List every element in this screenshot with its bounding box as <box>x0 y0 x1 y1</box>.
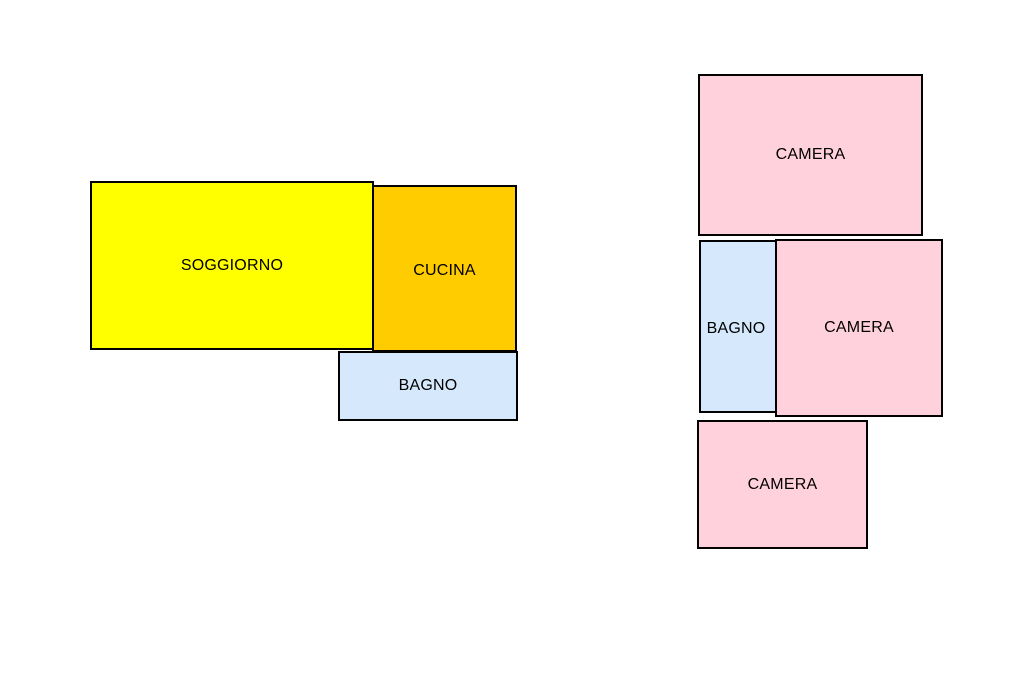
room-bagno: BAGNO <box>338 351 518 421</box>
room-label: BAGNO <box>398 377 458 394</box>
room-label: CAMERA <box>775 146 846 163</box>
room-label: CAMERA <box>747 475 818 493</box>
room-label: CUCINA <box>413 261 476 279</box>
room-label: CAMERA <box>824 319 894 336</box>
room-label: BAGNO <box>706 319 766 337</box>
room-bagno: BAGNO <box>699 240 777 413</box>
room-camera: CAMERA <box>698 74 923 236</box>
room-soggiorno: SOGGIORNO <box>90 181 374 350</box>
room-label: SOGGIORNO <box>180 256 284 274</box>
room-camera: CAMERA <box>697 420 868 549</box>
room-cucina: CUCINA <box>372 185 517 352</box>
room-camera: CAMERA <box>775 239 943 417</box>
